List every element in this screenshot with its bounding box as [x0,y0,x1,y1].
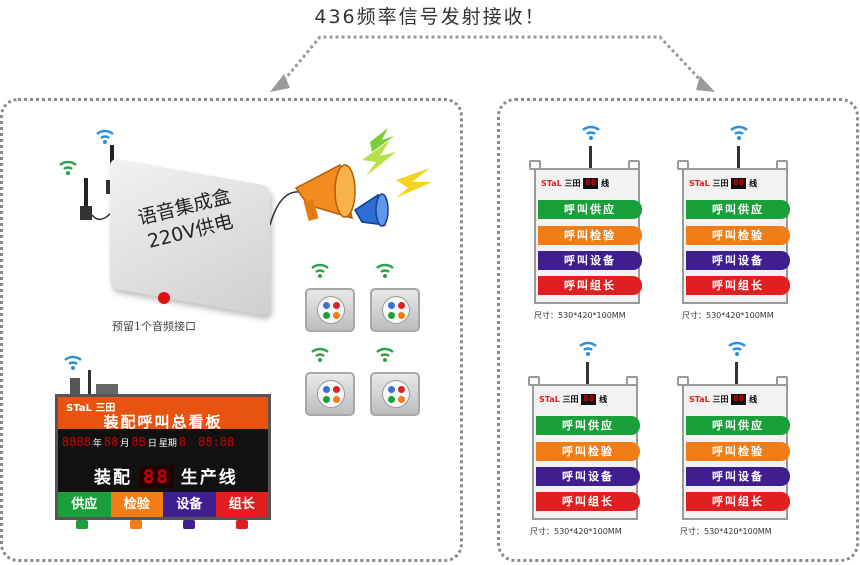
line-digits: 88 [731,394,747,405]
call-equipment-row[interactable]: 呼叫设备 [536,467,640,486]
call-supply-row[interactable]: 呼叫供应 [538,200,642,219]
orange-lamp [130,520,142,529]
small-call-board: STaL 三田 88 线 呼叫供应 呼叫检验 呼叫设备 呼叫组长 [682,384,790,520]
board-header: STaL 三田 装配呼叫总看板 [58,397,268,431]
loudspeaker-icon [294,128,432,227]
wifi-icon [64,355,82,366]
small-board-header: STaL 三田 88 线 [539,394,608,405]
call-button[interactable] [305,372,355,416]
line-digits: 88 [731,178,747,189]
call-inspect-row[interactable]: 呼叫检验 [686,226,790,245]
size-label: 尺寸：530*420*100MM [530,527,622,536]
month-label: 月 [120,438,130,449]
week-label: 星期 [158,438,177,449]
line-prefix: 装配 [94,468,132,488]
small-call-board: STaL 三田 88 线 呼叫供应 呼叫检验 呼叫设备 呼叫组长 [682,168,790,304]
page-title: 436频率信号发射接收！ [314,6,546,28]
call-equipment-row[interactable]: 呼叫设备 [686,467,790,486]
lightning-icon [362,128,432,198]
audio-port-note: 预留1个音频接口 [112,320,196,333]
inspect-button[interactable]: 检验 [110,492,163,517]
green-lamp [76,520,88,529]
equipment-button[interactable]: 设备 [163,492,216,517]
wifi-icon [59,160,77,171]
call-supply-row[interactable]: 呼叫供应 [686,200,790,219]
call-inspect-row[interactable]: 呼叫检验 [536,442,640,461]
assembly-call-main-board: STaL 三田 装配呼叫总看板 8888 年 88 月 88 日 星期 8 88… [55,394,271,520]
small-call-board: STaL 三田 88 线 呼叫供应 呼叫检验 呼叫设备 呼叫组长 [532,384,640,520]
call-button[interactable] [305,288,355,332]
call-supply-row[interactable]: 呼叫供应 [536,416,640,435]
small-call-board: STaL 三田 88 线 呼叫供应 呼叫检验 呼叫设备 呼叫组长 [534,168,642,304]
call-leader-row[interactable]: 呼叫组长 [536,492,640,511]
call-button[interactable] [370,288,420,332]
call-inspect-row[interactable]: 呼叫检验 [538,226,642,245]
brand-logo: STaL 三田 [66,403,116,414]
wifi-icon [96,129,114,140]
red-lamp [236,520,248,529]
call-leader-row[interactable]: 呼叫组长 [538,276,642,295]
time-digits: 88:88 [198,435,235,449]
small-board-header: STaL 三田 88 线 [541,178,610,189]
power-button[interactable] [158,292,170,304]
call-button-wifi [311,263,394,362]
date-time-row: 8888 年 88 月 88 日 星期 8 88:88 [62,435,266,449]
month-digits: 88 [103,435,119,449]
day-label: 日 [147,438,157,449]
board-call-buttons: 供应 检验 设备 组长 [58,492,268,517]
size-label: 尺寸：530*420*100MM [682,311,774,320]
week-digit: 8 [178,435,187,449]
year-digits: 8888 [62,435,91,449]
small-board-header: STaL 三田 88 线 [689,394,758,405]
call-supply-row[interactable]: 呼叫供应 [686,416,790,435]
day-digits: 88 [131,435,146,449]
line-suffix: 生产线 [180,468,238,488]
right-panel [497,98,859,562]
small-board-header: STaL 三田 88 线 [689,178,758,189]
line-digits: 88 [139,466,173,488]
left-panel [0,98,463,562]
signal-arrows [270,35,715,92]
line-digits: 88 [581,394,597,405]
big-board-antenna [64,355,118,394]
line-display: 装配 88 生产线 [94,463,238,488]
call-leader-row[interactable]: 呼叫组长 [686,276,790,295]
supply-button[interactable]: 供应 [58,492,111,517]
size-label: 尺寸：530*420*100MM [680,527,772,536]
leader-button[interactable]: 组长 [215,492,268,517]
board-title: 装配呼叫总看板 [103,413,223,431]
call-equipment-row[interactable]: 呼叫设备 [538,251,642,270]
purple-lamp [183,520,195,529]
call-button[interactable] [370,372,420,416]
line-digits: 88 [583,178,599,189]
size-label: 尺寸：530*420*100MM [534,311,626,320]
call-leader-row[interactable]: 呼叫组长 [686,492,790,511]
call-equipment-row[interactable]: 呼叫设备 [686,251,790,270]
year-label: 年 [92,438,102,449]
call-inspect-row[interactable]: 呼叫检验 [686,442,790,461]
